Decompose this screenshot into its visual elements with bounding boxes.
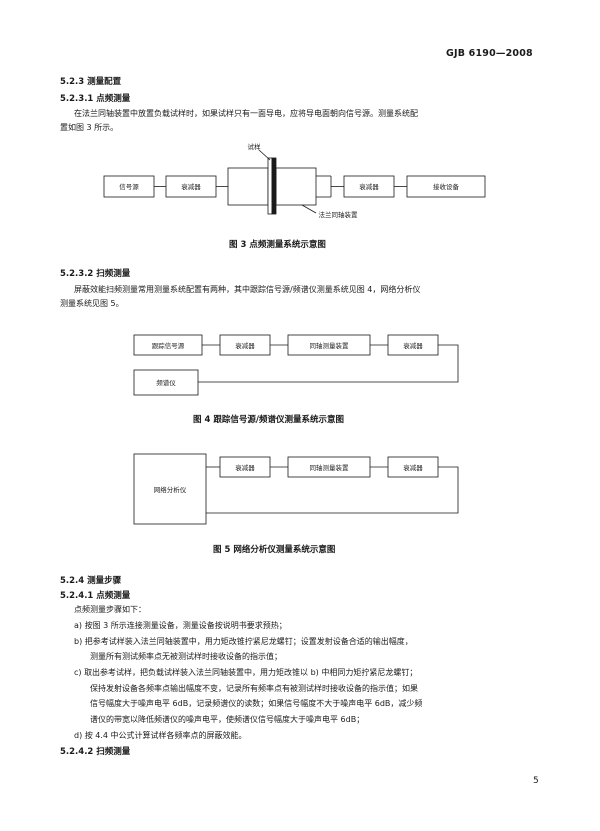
paragraph-line: 屏蔽效能扫频测量常用测量系统配置有两种，其中跟踪信号源/频谱仪测量系统见图 4，…	[74, 285, 421, 294]
step-d: d) 按 4.4 中公式计算试样各频率点的屏蔽效能。	[74, 731, 247, 740]
figure-4-caption: 图 4 跟踪信号源/频谱仪测量系统示意图	[193, 415, 344, 425]
step-b-line: b) 把参考试样装入法兰同轴装置中，用力矩改锥拧紧尼龙螺钉；设置发射设备合适的输…	[74, 637, 413, 646]
spectrum-analyzer-label: 频谱仪	[156, 378, 176, 387]
coax-fixture-label: 同轴测量装置	[310, 341, 350, 350]
figure-5-caption: 图 5 网络分析仪测量系统示意图	[213, 545, 336, 555]
section-5-2-3-1-heading: 5.2.3.1 点频测量	[60, 94, 131, 104]
attenuator-label: 衰减器	[235, 463, 255, 472]
section-5-2-4-2-heading: 5.2.4.2 扫频测量	[60, 747, 131, 757]
attenuator-label: 衰减器	[403, 341, 423, 350]
section-5-2-4-heading: 5.2.4 测量步骤	[60, 576, 122, 586]
section-5-2-3-2-heading: 5.2.3.2 扫频测量	[60, 269, 131, 279]
coax-fixture-label: 同轴测量装置	[310, 463, 350, 472]
attenuator-label: 衰减器	[359, 182, 379, 191]
spectrum-analyzer-box	[133, 369, 199, 396]
network-analyzer-label: 网络分析仪	[154, 485, 187, 494]
step-a: a) 按图 3 所示连接测量设备，测量设备按说明书要求预热；	[74, 621, 287, 630]
flange-fixture-label: 法兰同轴装置	[319, 210, 359, 219]
attenuator-label: 衰减器	[181, 182, 201, 191]
figure-3-caption: 图 3 点频测量系统示意图	[229, 240, 326, 250]
sample-label: 试样	[248, 142, 262, 151]
step-c-line: 信号幅度大于噪声电平 6dB，记录频谱仪的读数；如果信号幅度不大于噪声电平 6d…	[90, 699, 423, 708]
paragraph-line: 置如图 3 所示。	[60, 123, 119, 132]
paragraph-line: 测量系统见图 5。	[60, 299, 124, 308]
receiver-label: 接收设备	[433, 182, 460, 191]
network-analyzer-box	[133, 453, 207, 525]
flange-coax-fixture-left	[227, 167, 269, 206]
step-c-line: c) 取出参考试样，把负载试样装入法兰同轴装置中，用力矩改锥以 b) 中相同力矩…	[74, 668, 418, 677]
page-number: 5	[533, 776, 539, 786]
step-c-line: 谱仪的带宽以降低频谱仪的噪声电平，使频谱仪信号幅度大于噪声电平 6dB；	[90, 715, 365, 724]
section-5-2-3-heading: 5.2.3 测量配置	[60, 77, 122, 87]
step-c-line: 保持发射设备各频率点输出幅度不变，记录所有频率点有被测试样时接收设备的指示值；如…	[90, 684, 418, 693]
flange-coax-fixture-right	[275, 167, 317, 206]
standard-number: GJB 6190—2008	[446, 48, 533, 59]
paragraph-line: 在法兰同轴装置中放置负载试样时，如果试样只有一面导电，应将导电面朝向信号源。测量…	[74, 109, 418, 118]
attenuator-label: 衰减器	[403, 463, 423, 472]
attenuator-label: 衰减器	[235, 341, 255, 350]
step-b-line: 测量所有测试频率点无被测试样时接收设备的指示值；	[90, 652, 282, 661]
section-5-2-4-1-heading: 5.2.4.1 点频测量	[60, 591, 131, 601]
receiver-box	[406, 175, 486, 198]
signal-source-label: 信号源	[119, 182, 139, 191]
tracking-source-label: 跟踪信号源	[152, 341, 185, 350]
sample-plate	[267, 157, 273, 215]
paragraph-line: 点频测量步骤如下：	[74, 605, 146, 614]
